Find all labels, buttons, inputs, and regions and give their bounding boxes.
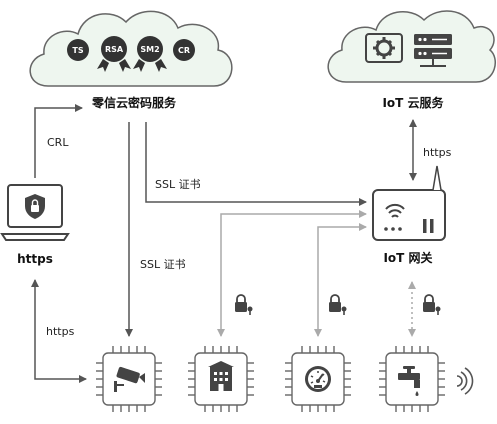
cloud-right-title: IoT 云服务 <box>382 95 444 110</box>
zero-trust-cloud <box>29 10 233 87</box>
ssl-gateway-arrow <box>145 122 367 206</box>
cr-badge: CR <box>173 39 195 61</box>
ssl-mid-label: SSL 证书 <box>140 258 186 271</box>
svg-text:TS: TS <box>72 46 83 55</box>
laptop-icon <box>0 184 70 241</box>
crl-arrow <box>34 104 83 178</box>
lock-key-icon <box>328 294 348 316</box>
building-icon <box>208 361 234 391</box>
rsa-badge: RSA <box>97 36 131 72</box>
https-left-label: https <box>46 325 75 338</box>
iot-gateway-icon <box>372 165 446 241</box>
cloud-left-title: 零信云密码服务 <box>91 95 177 110</box>
https-left-arrow <box>31 279 87 383</box>
tap-device <box>378 345 446 413</box>
svg-text:CR: CR <box>178 46 190 55</box>
camera-device <box>95 345 163 413</box>
sm2-badge: SM2 <box>133 36 167 72</box>
gear-icon <box>365 33 403 63</box>
ts-badge: TS <box>67 39 89 61</box>
cctv-camera-icon <box>114 366 145 392</box>
gateway-gauge-arrow <box>314 223 367 337</box>
water-tap-icon <box>398 366 420 396</box>
lock-key-icon <box>234 294 254 316</box>
gauge-icon <box>305 366 331 392</box>
laptop-label: https <box>17 252 53 266</box>
gateway-label: IoT 网关 <box>383 250 432 265</box>
wireless-signal-icon <box>456 367 474 395</box>
svg-text:RSA: RSA <box>105 45 124 54</box>
lock-key-icon <box>422 294 442 316</box>
iot-cloud <box>327 10 496 83</box>
building-device <box>187 345 255 413</box>
ssl-top-label: SSL 证书 <box>155 178 201 191</box>
svg-text:SM2: SM2 <box>140 45 159 54</box>
gauge-device <box>284 345 352 413</box>
crl-label: CRL <box>47 136 69 149</box>
https-right-label: https <box>423 146 452 159</box>
gateway-building-arrow <box>217 210 367 337</box>
server-icon <box>414 34 452 67</box>
